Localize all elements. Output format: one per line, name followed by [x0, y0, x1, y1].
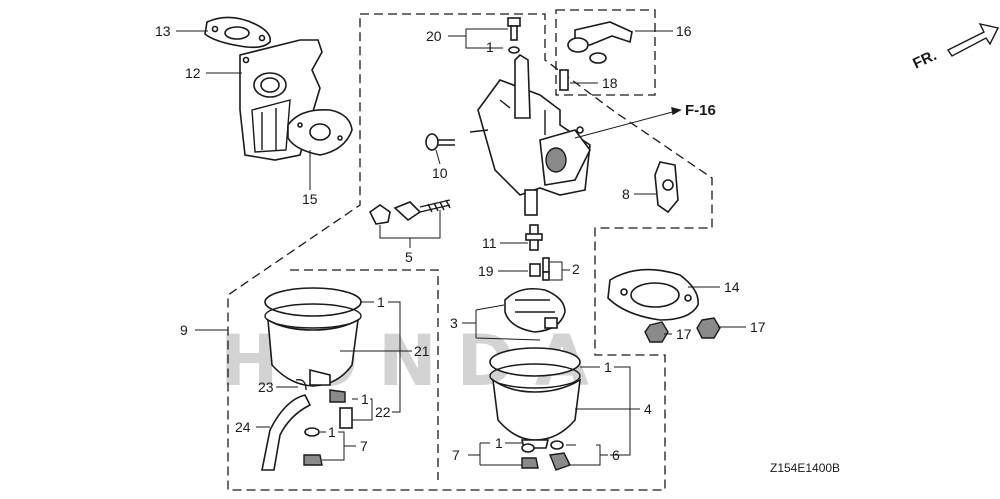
- callout-13: 13: [155, 23, 171, 39]
- callout-3: 3: [450, 315, 458, 331]
- part-4-float-chamber: [489, 347, 581, 449]
- part-18-spring: [559, 69, 569, 91]
- callout-9: 9: [180, 322, 188, 338]
- callout-18: 18: [602, 75, 618, 91]
- callout-20: 20: [426, 28, 442, 44]
- part-16-choke-lever: [567, 21, 633, 64]
- group-borders: [227, 9, 713, 491]
- callouts: 13 12 15 20 1 10 5 11 19 2 3 16 18 8 14 …: [155, 23, 766, 466]
- reference-label: F-16: [685, 102, 716, 119]
- callout-15: 15: [302, 191, 318, 207]
- callout-4: 4: [644, 401, 652, 417]
- callout-1-right-washer-a: 1: [495, 435, 503, 451]
- callout-24: 24: [235, 419, 251, 435]
- part-19-nozzle: [529, 263, 541, 277]
- callout-21: 21: [414, 343, 430, 359]
- callout-1-drain-screw: 1: [361, 391, 369, 407]
- part-7-washer-left: [303, 427, 323, 466]
- callout-17-right: 17: [750, 319, 766, 335]
- part-3-float: [504, 287, 566, 333]
- diagram-code: Z154E1400B: [770, 461, 840, 475]
- part-24-tube: [261, 394, 312, 471]
- part-23-clip: [295, 379, 307, 391]
- callout-5: 5: [405, 249, 413, 265]
- callout-1-right-chamber: 1: [604, 359, 612, 375]
- callout-11: 11: [482, 235, 497, 251]
- part-8-bracket: [654, 161, 679, 214]
- part-13-gasket: [204, 16, 272, 49]
- part-22-drain-screw: [329, 389, 353, 429]
- reference-arrow: [574, 109, 681, 139]
- callout-1-left-washer: 1: [328, 424, 336, 440]
- callout-16: 16: [676, 23, 692, 39]
- part-14-gasket: [607, 268, 699, 321]
- callout-22: 22: [375, 404, 391, 420]
- callout-6: 6: [612, 447, 620, 463]
- front-direction-arrow-icon: [946, 22, 1000, 57]
- callout-1-carb-top: 1: [486, 39, 494, 55]
- callout-14: 14: [724, 279, 740, 295]
- callout-23: 23: [258, 379, 274, 395]
- part-17-nut-right: [696, 317, 721, 339]
- part-2-jet: [542, 257, 550, 281]
- part-15-gasket: [287, 108, 353, 156]
- orientation-label: FR.: [910, 47, 939, 73]
- callout-2: 2: [572, 261, 580, 277]
- callout-19: 19: [478, 263, 494, 279]
- carburetor-body: [469, 53, 591, 216]
- callout-12: 12: [185, 65, 201, 81]
- part-6-drain-bolt: [549, 440, 571, 471]
- part-20-screw: [507, 17, 521, 54]
- callout-7-right: 7: [452, 447, 460, 463]
- callout-8: 8: [622, 186, 630, 202]
- part-11-main-jet: [525, 224, 543, 251]
- callout-10: 10: [432, 165, 448, 181]
- callout-17-left: 17: [676, 326, 692, 342]
- part-21-float-chamber: [264, 287, 362, 387]
- callout-1-left-chamber: 1: [377, 294, 385, 310]
- callout-7-left: 7: [360, 438, 368, 454]
- part-10-screw: [425, 133, 455, 151]
- part-17-nut-left: [644, 321, 669, 343]
- part-5-pilot-screw: [368, 199, 451, 225]
